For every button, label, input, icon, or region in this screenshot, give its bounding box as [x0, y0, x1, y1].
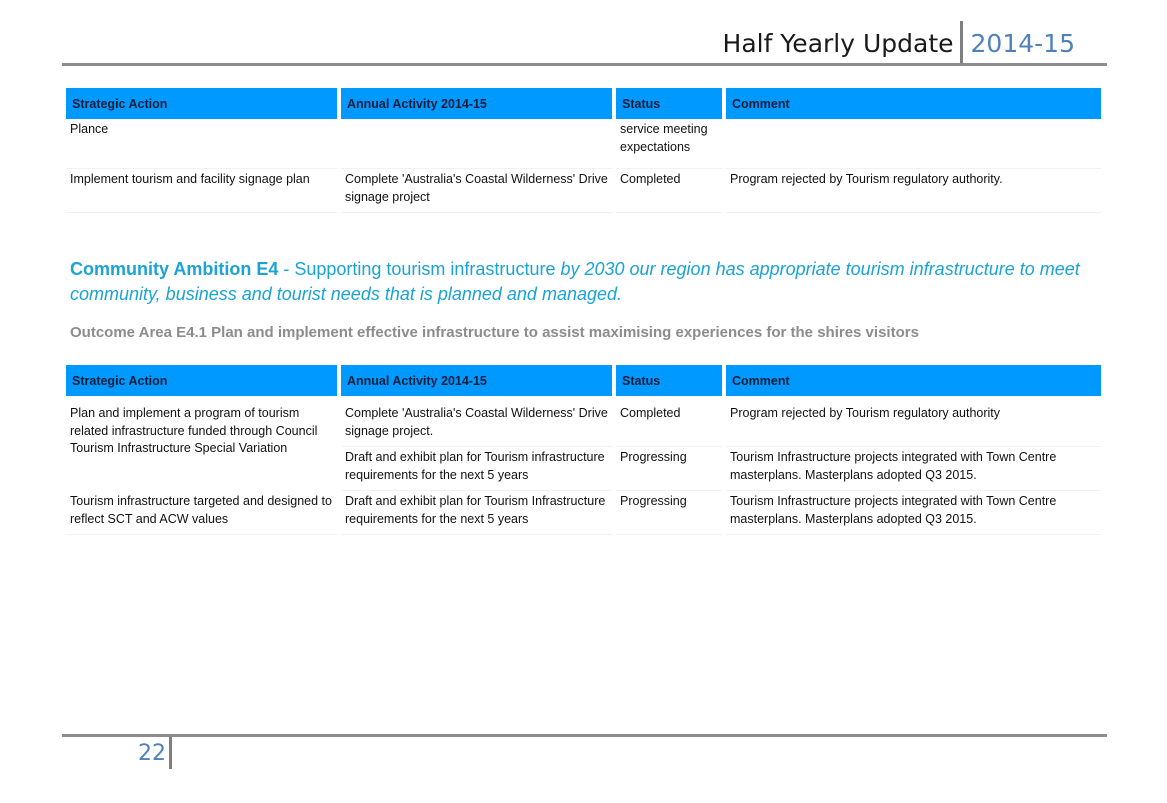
cell-status: Progressing	[616, 447, 722, 491]
cell-annual-activity	[341, 119, 612, 169]
page-number: 22	[138, 741, 166, 766]
cell-status: service meeting expectations	[616, 119, 722, 169]
header-comment: Comment	[726, 365, 1101, 396]
header-comment: Comment	[726, 88, 1101, 119]
cell-comment: Tourism Infrastructure projects integrat…	[726, 491, 1101, 535]
header-strategic-action: Strategic Action	[66, 88, 337, 119]
cell-strategic-action: Tourism infrastructure targeted and desi…	[66, 491, 337, 535]
ambition-separator: -	[278, 259, 295, 279]
table-row: Draft and exhibit plan for Tourism infra…	[66, 447, 1101, 491]
report-year: 2014-15	[970, 28, 1075, 58]
cell-annual-activity: Draft and exhibit plan for Tourism Infra…	[341, 491, 612, 535]
cell-annual-activity: Complete 'Australia's Coastal Wilderness…	[341, 396, 612, 447]
footer-divider	[169, 737, 172, 769]
header-annual-activity: Annual Activity 2014-15	[341, 88, 612, 119]
header-status: Status	[616, 365, 722, 396]
cell-status: Completed	[616, 169, 722, 213]
header-divider	[959, 21, 963, 65]
table-header-row: Strategic Action Annual Activity 2014-15…	[66, 365, 1101, 396]
outcome-area-heading: Outcome Area E4.1 Plan and implement eff…	[70, 324, 919, 341]
cell-comment	[726, 119, 1101, 169]
cell-strategic-action: Implement tourism and facility signage p…	[66, 169, 337, 213]
cell-comment: Tourism Infrastructure projects integrat…	[726, 447, 1101, 491]
page-header: Half Yearly Update 2014-15	[722, 21, 1075, 65]
cell-comment: Program rejected by Tourism regulatory a…	[726, 169, 1101, 213]
cell-comment: Program rejected by Tourism regulatory a…	[726, 396, 1101, 447]
cell-annual-activity: Draft and exhibit plan for Tourism infra…	[341, 447, 612, 491]
header-status: Status	[616, 88, 722, 119]
cell-status: Completed	[616, 396, 722, 447]
table-header-row: Strategic Action Annual Activity 2014-15…	[66, 88, 1101, 119]
header-rule	[62, 63, 1107, 66]
header-annual-activity: Annual Activity 2014-15	[341, 365, 612, 396]
table-row: Implement tourism and facility signage p…	[66, 169, 1101, 213]
community-ambition-heading: Community Ambition E4 - Supporting touri…	[70, 257, 1110, 307]
report-title: Half Yearly Update	[722, 28, 954, 58]
strategic-actions-table-2: Strategic Action Annual Activity 2014-15…	[62, 365, 1105, 535]
table-row: Plan and implement a program of tourism …	[66, 396, 1101, 455]
ambition-title: Supporting tourism infrastructure	[294, 259, 561, 279]
cell-annual-activity: Complete 'Australia's Coastal Wilderness…	[341, 169, 612, 213]
footer-rule	[62, 734, 1107, 737]
cell-status: Progressing	[616, 491, 722, 535]
table-row: Tourism infrastructure targeted and desi…	[66, 491, 1101, 535]
header-strategic-action: Strategic Action	[66, 365, 337, 396]
table-row: Plance service meeting expectations	[66, 119, 1101, 169]
strategic-actions-table-1: Strategic Action Annual Activity 2014-15…	[62, 88, 1105, 213]
ambition-label: Community Ambition E4	[70, 259, 279, 279]
cell-strategic-action: Plan and implement a program of tourism …	[70, 406, 318, 455]
ambition-vision: by 2030 our region has appropriate touri…	[70, 259, 1080, 304]
cell-strategic-action: Plance	[66, 119, 337, 169]
